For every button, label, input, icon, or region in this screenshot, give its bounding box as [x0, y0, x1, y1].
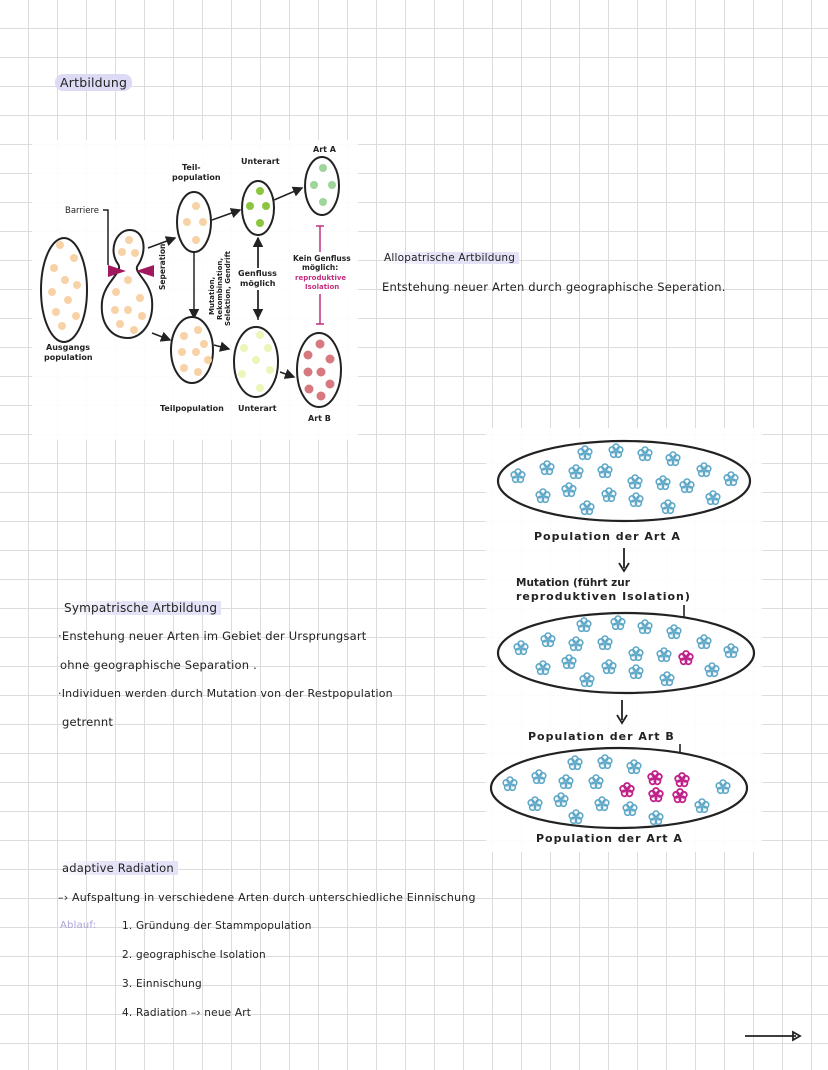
svg-text:Unterart: Unterart — [238, 404, 277, 413]
svg-text:population: population — [172, 173, 221, 182]
svg-text:Mutation,: Mutation, — [208, 277, 216, 315]
step-3: 3. Einnischung — [122, 978, 202, 990]
svg-text:Ausgangs: Ausgangs — [46, 343, 90, 352]
sympatric-line-4: getrennt — [62, 715, 114, 729]
step-1: 1. Gründung der Stammpopulation — [122, 920, 312, 932]
adaptive-definition: –› Aufspaltung in verschiedene Arten dur… — [58, 891, 476, 904]
allopatric-description: Entstehung neuer Arten durch geographisc… — [382, 280, 726, 294]
svg-text:Kein Genfluss: Kein Genfluss — [293, 254, 351, 263]
sympatric-line-2: ohne geographische Separation . — [60, 658, 257, 672]
allopatric-heading: Allopatrische Artbildung — [380, 252, 520, 264]
svg-text:Selektion, Gendrift: Selektion, Gendrift — [224, 250, 232, 326]
svg-text:Art A: Art A — [313, 145, 337, 154]
svg-text:Teil-: Teil- — [182, 163, 201, 172]
sympatric-line-1: ·Enstehung neuer Arten im Gebiet der Urs… — [58, 629, 367, 643]
allopatric-diagram: Barriere Ausgangs population Seperation … — [32, 140, 358, 440]
svg-text:Isolation: Isolation — [305, 283, 339, 291]
adaptive-heading: adaptive Radiation — [58, 861, 178, 875]
svg-text:möglich:: möglich: — [302, 263, 338, 272]
population-b-label: Population der Art B — [528, 730, 675, 743]
sympatric-heading: Sympatrische Artbildung — [60, 601, 222, 615]
svg-text:möglich: möglich — [240, 279, 276, 288]
barrier-label: Barriere — [65, 206, 99, 216]
population-a-label-2: Population der Art A — [536, 832, 683, 845]
sympatric-diagram: Population der Art A Mutation (führt zur… — [486, 428, 762, 852]
svg-text:reproduktive: reproduktive — [295, 274, 346, 282]
step-2: 2. geographische Isolation — [122, 949, 266, 961]
svg-text:Rekombination,: Rekombination, — [216, 258, 224, 320]
svg-text:Art B: Art B — [308, 414, 331, 423]
svg-text:Genfluss: Genfluss — [238, 269, 277, 278]
svg-text:Seperation: Seperation — [158, 244, 167, 290]
process-label: Ablauf: — [60, 920, 97, 931]
sympatric-line-3: ·Individuen werden durch Mutation von de… — [58, 687, 393, 700]
svg-text:Teilpopulation: Teilpopulation — [160, 404, 224, 413]
population-a-label: Population der Art A — [534, 530, 681, 543]
svg-text:Mutation (führt zur: Mutation (führt zur — [516, 577, 631, 589]
svg-text:reproduktiven Isolation): reproduktiven Isolation) — [516, 590, 691, 603]
svg-text:Unterart: Unterart — [241, 157, 280, 166]
page-title: Artbildung — [55, 74, 133, 91]
svg-text:population: population — [44, 353, 93, 362]
step-4: 4. Radiation –› neue Art — [122, 1007, 252, 1019]
next-page-arrow-icon[interactable] — [744, 1028, 802, 1042]
